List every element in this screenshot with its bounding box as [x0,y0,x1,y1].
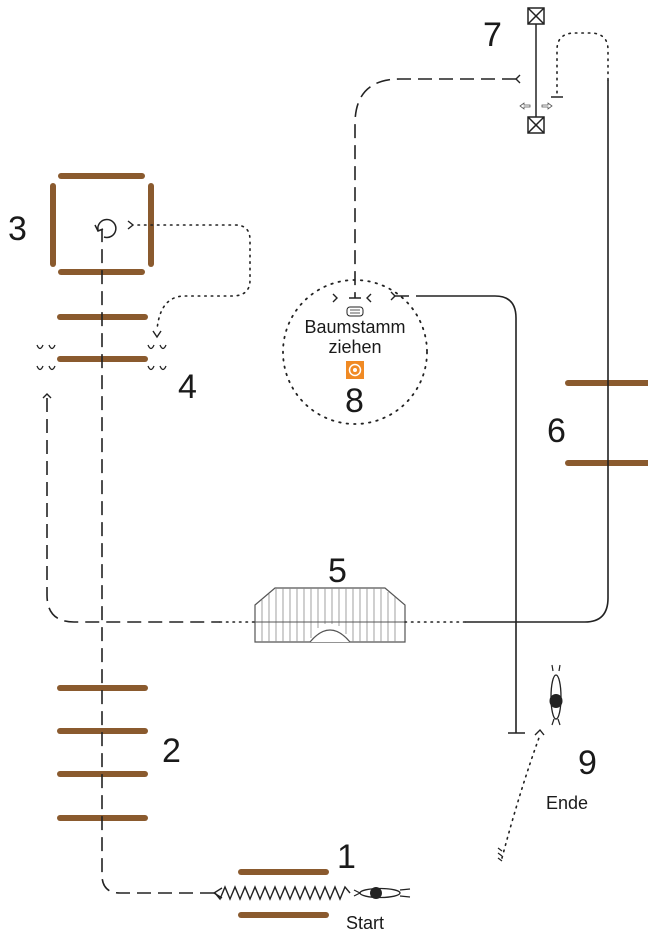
turn-icon [97,218,117,239]
station-1-number: 1 [337,838,356,876]
route-gate-loop [556,32,609,98]
station-8-number: 8 [345,382,364,420]
horse-rider-end-icon [549,664,563,726]
log-label-line1: Baumstamm [304,317,405,337]
gate-box-icon [527,7,545,134]
route-gate-to-log [354,78,516,298]
station-7-number: 7 [483,16,502,54]
zigzag-path [214,885,351,901]
station-5-number: 5 [328,552,347,590]
log-icon [346,306,364,317]
station-9-number: 9 [578,744,597,782]
route-finish [501,734,541,859]
bridge-icon [254,587,406,643]
station-4-number: 4 [178,368,197,406]
station-1-poles [238,869,329,918]
cone-icon [36,344,167,371]
horse-rider-icon [353,887,411,899]
target-icon [346,361,364,379]
route-start-to-box [101,230,214,894]
route-box-to-cones [137,224,251,331]
route-bridge-to-gate [465,80,609,623]
station-6-number: 6 [547,412,566,450]
route-log-to-end-solid [430,295,517,733]
gate-arrows-icon [519,102,553,110]
log-label-line2: ziehen [328,337,381,357]
station-3-number: 3 [8,210,27,248]
route-cones-to-bridge [46,398,220,623]
station-2-number: 2 [162,732,181,770]
start-label: Start [346,913,384,932]
end-label: Ende [546,793,588,813]
finish-tail-marks [497,847,503,862]
